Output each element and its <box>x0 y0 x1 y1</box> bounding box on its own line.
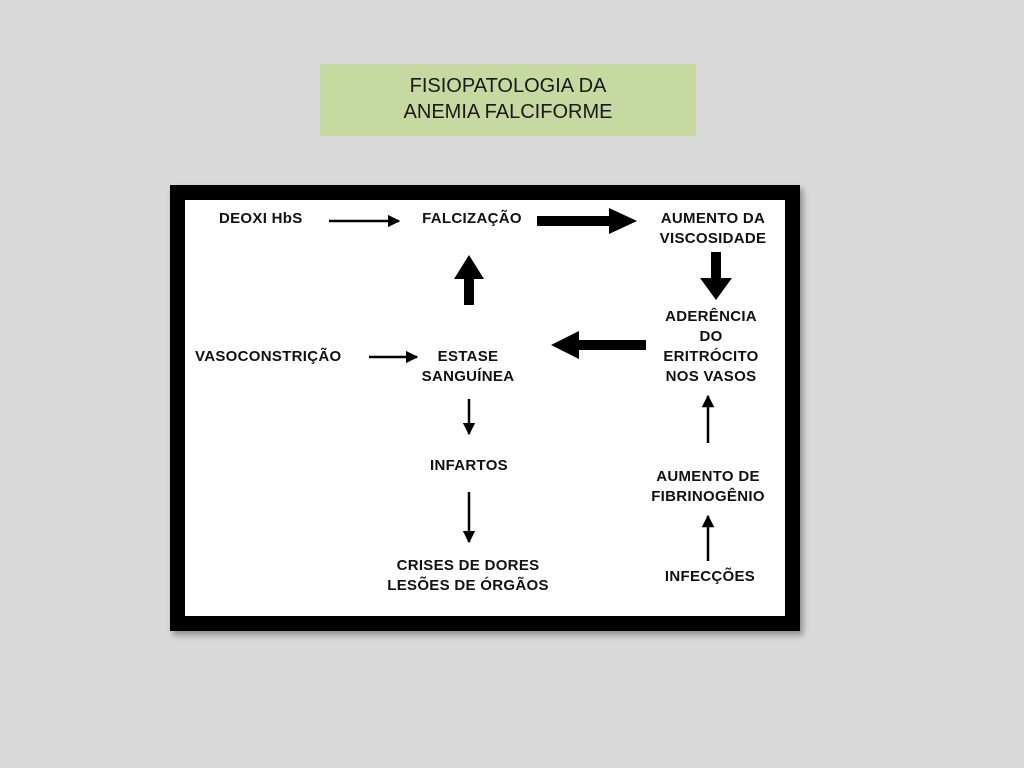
node-aderencia-line-4: NOS VASOS <box>665 368 757 385</box>
node-falcizacao: FALCIZAÇÃO <box>417 209 527 229</box>
node-deoxi-hbs-label: DEOXI HbS <box>219 210 303 227</box>
node-infeccoes-label: INFECÇÕES <box>664 568 756 585</box>
node-aderencia-eritrocito: ADERÊNCIA DO ERITRÓCITO NOS VASOS <box>656 307 766 387</box>
slide-title-line-1: FISIOPATOLOGIA DA <box>409 75 607 97</box>
diagram-arrows <box>329 208 732 561</box>
node-estase-sanguinea-line-1: ESTASE <box>437 348 499 365</box>
node-aumento-fibrinogenio-line-2: FIBRINOGÊNIO <box>651 488 765 505</box>
node-infeccoes: INFECÇÕES <box>655 567 765 587</box>
node-aumento-viscosidade-line-1: AUMENTO DA <box>660 210 766 227</box>
node-deoxi-hbs: DEOXI HbS <box>219 209 303 229</box>
node-aderencia-line-1: ADERÊNCIA <box>665 308 757 325</box>
node-estase-sanguinea-line-2: SANGUÍNEA <box>421 368 515 385</box>
node-aumento-viscosidade-line-2: VISCOSIDADE <box>659 230 767 247</box>
node-aumento-viscosidade: AUMENTO DA VISCOSIDADE <box>648 209 778 249</box>
node-estase-sanguinea: ESTASE SANGUÍNEA <box>413 347 523 387</box>
node-crises-line-1: CRISES DE DORES <box>396 557 540 574</box>
node-vasoconstricao: VASOCONSTRIÇÃO <box>195 347 341 367</box>
edge-aderencia-to-estase <box>551 331 646 359</box>
node-aderencia-line-3: ERITRÓCITO <box>663 348 759 365</box>
node-aumento-fibrinogenio: AUMENTO DE FIBRINOGÊNIO <box>641 467 775 507</box>
diagram-frame: DEOXI HbS FALCIZAÇÃO AUMENTO DA VISCOSID… <box>170 185 800 631</box>
node-aumento-fibrinogenio-line-1: AUMENTO DE <box>656 468 760 485</box>
node-crises-line-2: LESÕES DE ÓRGÃOS <box>387 577 549 594</box>
edge-viscosidade-to-aderencia <box>700 252 732 300</box>
edge-falcizacao-to-viscosidade <box>537 208 637 234</box>
node-infartos: INFARTOS <box>419 456 519 476</box>
node-falcizacao-label: FALCIZAÇÃO <box>422 210 522 227</box>
node-crises-lesoes: CRISES DE DORES LESÕES DE ÓRGÃOS <box>373 556 563 596</box>
diagram-panel: DEOXI HbS FALCIZAÇÃO AUMENTO DA VISCOSID… <box>185 200 785 616</box>
node-infartos-label: INFARTOS <box>430 457 508 474</box>
slide-title: FISIOPATOLOGIA DA ANEMIA FALCIFORME <box>320 64 696 136</box>
node-vasoconstricao-label: VASOCONSTRIÇÃO <box>195 348 342 365</box>
node-aderencia-line-2: DO <box>699 328 723 345</box>
edge-estase-to-falcizacao <box>454 255 484 305</box>
slide-title-line-2: ANEMIA FALCIFORME <box>403 101 613 123</box>
